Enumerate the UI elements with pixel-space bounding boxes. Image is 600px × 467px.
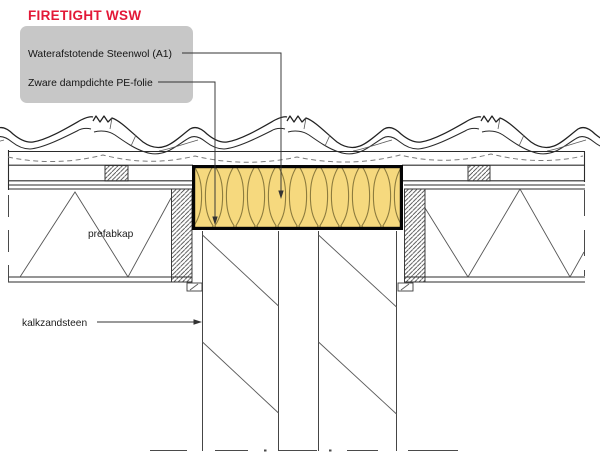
page-title: FIRETIGHT WSW [28,8,141,23]
roof-board-lines [7,150,586,283]
callout-label-pe-folie: Zware dampdichte PE-folie [28,78,153,89]
label-prefabkap: prefabkap [88,229,134,240]
label-kalkzandsteen: kalkzandsteen [22,318,87,329]
prefab-roof-right [424,188,585,278]
bottom-break-line [150,449,458,452]
ceiling-notch-right [397,282,414,292]
prefab-roof-left [19,191,172,278]
callout-box [20,26,193,103]
foil-dashed-line [7,153,584,163]
timber-edge-left [171,188,193,283]
timber-edge-right [404,188,426,283]
tile-battens [104,165,491,182]
roof-tiles [0,115,600,155]
wool-pattern [192,165,403,230]
leader-kalkzandsteen [97,319,202,325]
wall-leaves [150,231,458,452]
callout-label-steenwol: Waterafstotende Steenwol (A1) [28,49,172,60]
leader-steenwol [182,52,284,199]
ceiling-notch-left [186,282,203,292]
insulation-block [192,165,404,231]
leader-pe-folie [158,81,218,225]
